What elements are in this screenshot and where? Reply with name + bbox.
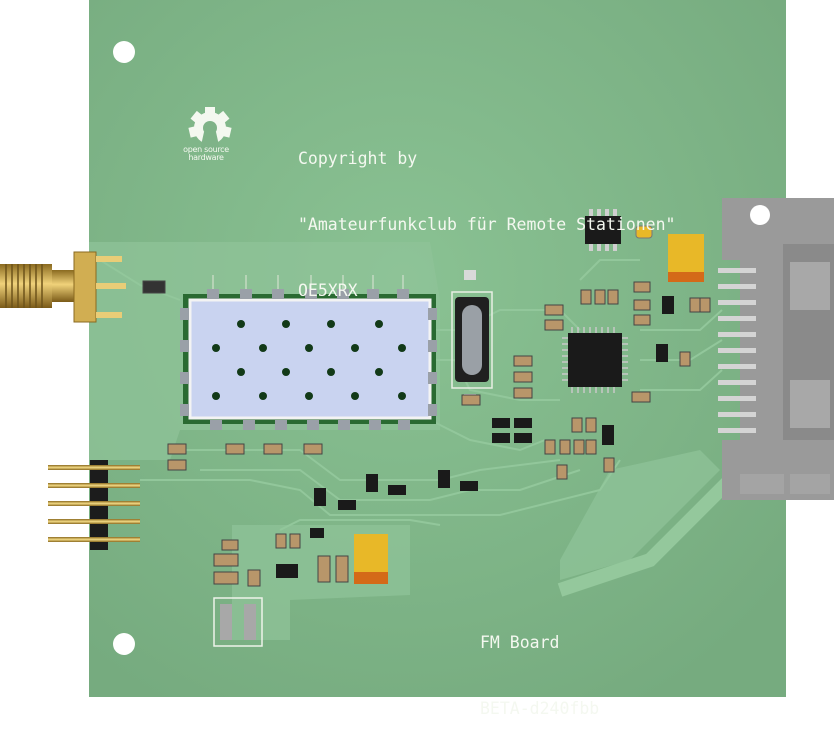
transistors — [276, 296, 674, 578]
copyright-line-3: OE5XRX — [298, 281, 358, 300]
pcb-render — [0, 0, 834, 697]
board-label-silkscreen: FM Board BETA-d240fbb — [480, 588, 599, 742]
open-source-hardware-gear-icon — [188, 107, 232, 150]
open-source-hardware-label: open source hardware — [174, 146, 238, 162]
power-trace — [557, 465, 745, 597]
traces — [99, 259, 723, 531]
sma-connector — [0, 251, 126, 323]
board-revision: BETA-d240fbb — [480, 699, 600, 718]
logo-line-2: hardware — [188, 153, 224, 162]
copyright-silkscreen: Copyright by "Amateurfunkclub für Remote… — [298, 104, 676, 324]
passive-components — [142, 280, 711, 587]
tantalum-capacitors — [354, 225, 704, 584]
rf-module — [180, 275, 437, 430]
soic-8-chip — [585, 209, 621, 251]
pin-header — [48, 460, 140, 550]
crystal-oscillator — [451, 270, 493, 404]
copyright-line-2: "Amateurfunkclub für Remote Stationen" — [298, 215, 676, 234]
logo-line-1: open source — [183, 145, 229, 154]
jumper-pads — [213, 597, 263, 647]
board-name: FM Board — [480, 633, 560, 652]
idc-connector — [718, 198, 834, 500]
microcontroller-qfp — [562, 327, 628, 393]
copyright-line-1: Copyright by — [298, 149, 418, 168]
